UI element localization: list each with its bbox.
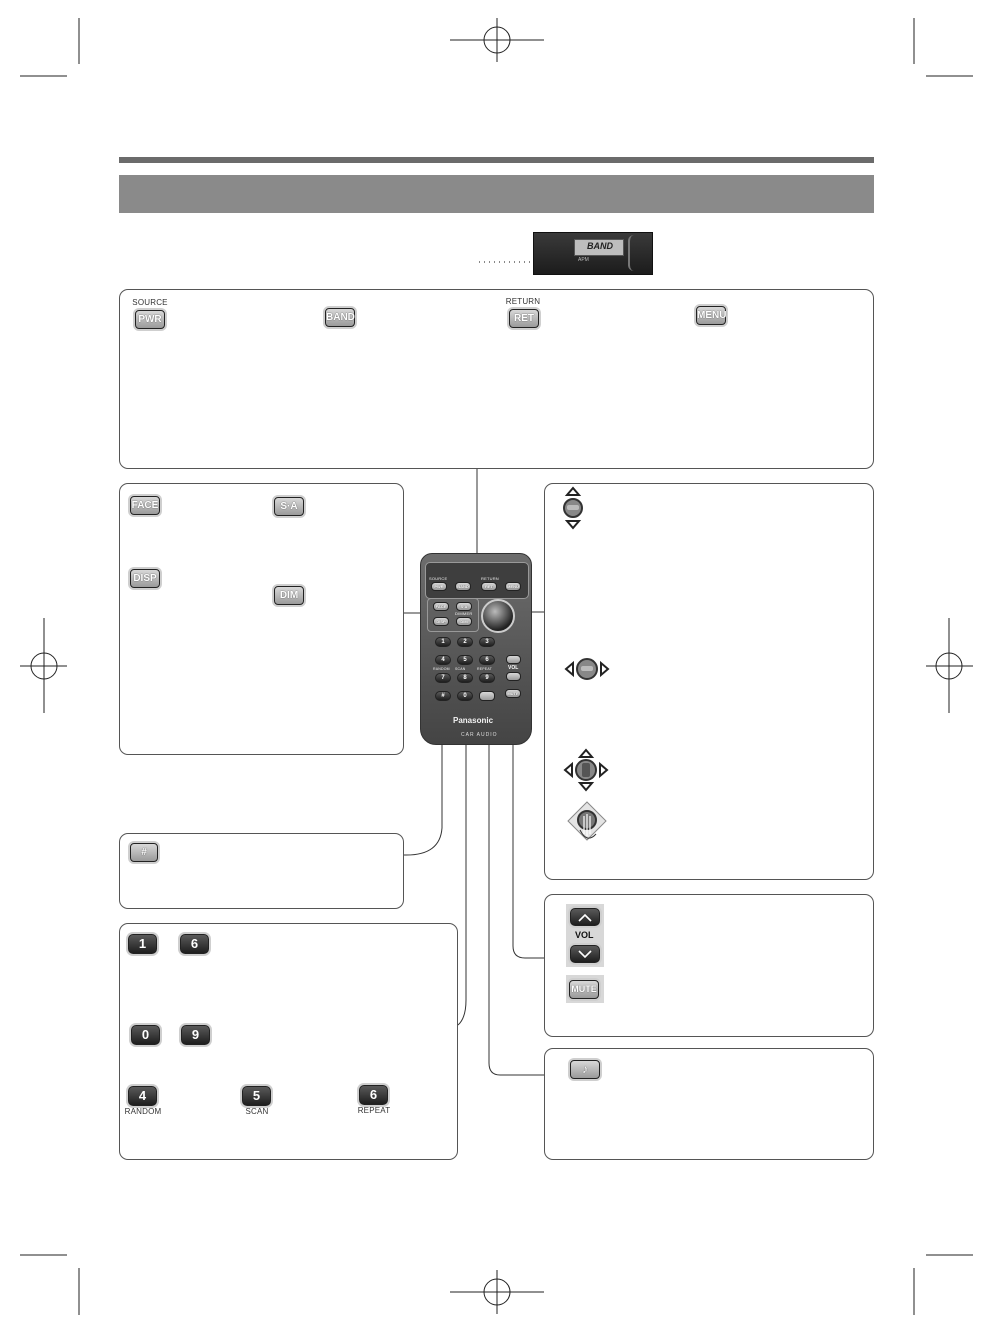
remote-num-key[interactable]: 8 xyxy=(457,673,473,683)
panel-hash xyxy=(119,833,404,909)
remote-vol-down-key[interactable] xyxy=(506,672,521,681)
remote-num-key[interactable]: 7 xyxy=(435,673,451,683)
band-button[interactable]: BAND xyxy=(325,308,355,327)
head-unit-band-label: BAND xyxy=(587,241,613,251)
joystick-press-icon xyxy=(567,801,607,841)
chevron-up-icon xyxy=(578,913,592,922)
remote-dim-key[interactable]: DIM xyxy=(456,617,472,626)
remote-num-key[interactable]: 2 xyxy=(457,637,473,647)
section-title-bar xyxy=(119,175,874,213)
vol-label: VOL xyxy=(575,930,594,940)
remote-menu-key[interactable]: MENU xyxy=(505,582,521,591)
face-button[interactable]: FACE xyxy=(130,496,160,515)
remote-band-key[interactable]: BAND xyxy=(455,582,471,591)
dim-button[interactable]: DIM xyxy=(274,586,304,605)
remote-source-caption: SOURCE xyxy=(429,576,448,581)
head-unit-sub-text: APM xyxy=(578,257,589,263)
hash-button[interactable]: # xyxy=(130,843,158,862)
chevron-down-icon xyxy=(578,950,592,959)
music-button[interactable]: ♪ xyxy=(570,1060,600,1079)
mute-button[interactable]: MUTE xyxy=(569,980,599,999)
remote-return-caption: RETURN xyxy=(481,576,499,581)
vol-down-button[interactable] xyxy=(570,945,600,963)
num-key-1[interactable]: 1 xyxy=(128,934,157,954)
head-unit-knob-edge xyxy=(628,235,652,271)
remote-face-key[interactable]: FACE xyxy=(433,602,449,611)
remote-joystick[interactable] xyxy=(481,599,515,633)
repeat-key[interactable]: 6 xyxy=(359,1085,388,1105)
random-key[interactable]: 4 xyxy=(128,1086,157,1106)
ret-caption: RETURN xyxy=(505,297,541,306)
header-rule xyxy=(119,157,874,163)
ret-button[interactable]: RET xyxy=(509,309,539,328)
remote-brand: Panasonic xyxy=(453,716,494,725)
remote-mode-caption: REPEAT xyxy=(477,667,492,671)
remote-dimmer-caption: DIMMER xyxy=(455,611,473,616)
sa-button[interactable]: S·A xyxy=(274,497,304,516)
remote-num-key[interactable]: 1 xyxy=(435,637,451,647)
disp-button[interactable]: DISP xyxy=(130,569,160,588)
remote-control: SOURCE RETURN PWR BAND RET MENU FACE S·A… xyxy=(420,553,532,745)
vol-up-button[interactable] xyxy=(570,908,600,926)
remote-model: CAR AUDIO xyxy=(461,732,498,738)
remote-music-key[interactable] xyxy=(479,691,495,701)
remote-num-key[interactable]: 5 xyxy=(457,655,473,665)
joystick-four-way-icon xyxy=(563,748,609,792)
repeat-caption: REPEAT xyxy=(357,1106,391,1115)
remote-num-key[interactable]: 0 xyxy=(457,691,473,701)
remote-vol-label: VOL xyxy=(508,665,519,671)
scan-key[interactable]: 5 xyxy=(242,1086,271,1106)
remote-disp-key[interactable]: DISP xyxy=(433,617,449,626)
remote-pwr-key[interactable]: PWR xyxy=(431,582,447,591)
pwr-caption: SOURCE xyxy=(132,298,168,307)
remote-mode-caption: RANDOM xyxy=(433,667,450,671)
remote-mute-key[interactable]: MUTE xyxy=(505,689,521,698)
random-caption: RANDOM xyxy=(124,1107,162,1116)
panel-number-keys xyxy=(119,923,458,1160)
panel-source-band-return-menu xyxy=(119,289,874,469)
remote-ret-key[interactable]: RET xyxy=(481,582,497,591)
menu-button[interactable]: MENU xyxy=(696,306,726,325)
num-key-9[interactable]: 9 xyxy=(181,1025,210,1045)
remote-sa-key[interactable]: S·A xyxy=(456,602,472,611)
remote-num-key[interactable]: # xyxy=(435,691,451,701)
pwr-button[interactable]: PWR xyxy=(135,310,165,329)
joystick-left-right-icon xyxy=(564,658,610,680)
remote-num-key[interactable]: 3 xyxy=(479,637,495,647)
head-unit-band-button[interactable]: BAND xyxy=(574,239,624,256)
panel-display-controls xyxy=(119,483,404,755)
num-key-0[interactable]: 0 xyxy=(131,1025,160,1045)
remote-num-key[interactable]: 9 xyxy=(479,673,495,683)
remote-vol-up-key[interactable] xyxy=(506,655,521,664)
joystick-up-down-icon xyxy=(563,486,583,530)
remote-mode-caption: SCAN xyxy=(455,667,466,671)
head-unit-image: BAND APM xyxy=(533,232,653,275)
remote-mid-bezel xyxy=(427,598,479,632)
remote-num-key[interactable]: 4 xyxy=(435,655,451,665)
num-key-6[interactable]: 6 xyxy=(180,934,209,954)
scan-caption: SCAN xyxy=(245,1107,269,1116)
remote-num-key[interactable]: 6 xyxy=(479,655,495,665)
